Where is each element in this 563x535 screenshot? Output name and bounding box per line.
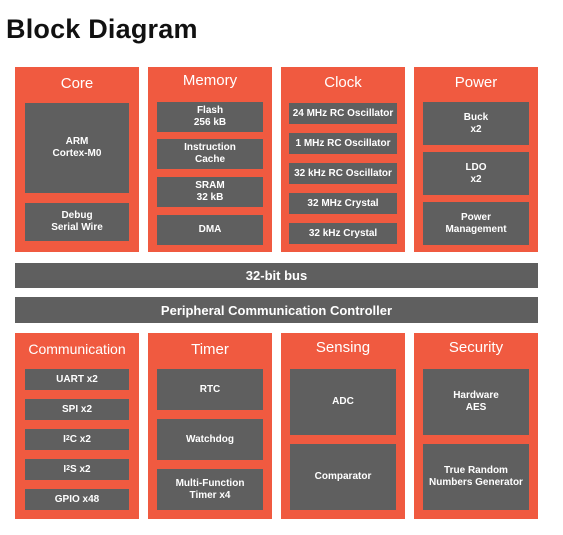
clock-item-32khz-rc: 32 kHz RC Oscillator bbox=[289, 163, 397, 184]
watchdog-block: Watchdog bbox=[157, 419, 263, 460]
debug-serial-wire-block: Debug Serial Wire bbox=[25, 203, 129, 241]
communication-heading: Communication bbox=[28, 341, 126, 357]
timer-heading: Timer bbox=[191, 341, 229, 358]
i2c-suffix: C x2 bbox=[69, 433, 91, 445]
debug-line-2: Serial Wire bbox=[51, 222, 103, 233]
pm-line-2: Management bbox=[445, 223, 507, 235]
sram-block: SRAM 32 kB bbox=[157, 177, 263, 207]
security-group: Security Hardware AES True Random Number… bbox=[414, 333, 538, 519]
sram-line-1: SRAM bbox=[195, 180, 225, 191]
sram-line-2: 32 kB bbox=[196, 192, 224, 203]
core-group: Core ARM Cortex-M0 Debug Serial Wire bbox=[15, 67, 139, 252]
true-random-numbers-generator-block: True Random Numbers Generator bbox=[423, 444, 529, 510]
hardware-aes-block: Hardware AES bbox=[423, 369, 529, 435]
timer-group: Timer RTC Watchdog Multi-Function Timer … bbox=[148, 333, 272, 519]
instruction-cache-block: Instruction Cache bbox=[157, 139, 263, 169]
arm-cortex-m0-block: ARM Cortex-M0 bbox=[25, 103, 129, 193]
clock-group: Clock 24 MHz RC Oscillator 1 MHz RC Osci… bbox=[281, 67, 405, 252]
clock-item-32khz-crystal: 32 kHz Crystal bbox=[289, 223, 397, 244]
dma-block: DMA bbox=[157, 215, 263, 245]
flash-line-2: 256 kB bbox=[193, 117, 227, 128]
i2s-prefix: I bbox=[63, 463, 67, 475]
ldo-line-2: x2 bbox=[470, 173, 482, 185]
memory-group: Memory Flash 256 kB Instruction Cache SR… bbox=[148, 67, 272, 252]
page-title: Block Diagram bbox=[6, 14, 198, 44]
i2s-suffix: S x2 bbox=[70, 463, 91, 475]
arm-line-1: ARM bbox=[65, 136, 89, 147]
aes-line-2: AES bbox=[465, 402, 487, 413]
clock-heading: Clock bbox=[324, 74, 362, 91]
trng-line-2: Numbers Generator bbox=[429, 477, 523, 488]
aes-line-1: Hardware bbox=[453, 390, 499, 401]
power-management-block: Power Management bbox=[423, 202, 529, 245]
spi-block: SPI x2 bbox=[25, 399, 129, 420]
memory-heading: Memory bbox=[182, 72, 238, 89]
clock-item-1mhz-rc: 1 MHz RC Oscillator bbox=[289, 133, 397, 154]
buck-block: Buck x2 bbox=[423, 102, 529, 145]
comparator-block: Comparator bbox=[290, 444, 396, 510]
sensing-group: Sensing ADC Comparator bbox=[281, 333, 405, 519]
i2c-prefix: I bbox=[63, 433, 66, 445]
peripheral-communication-controller: Peripheral Communication Controller bbox=[15, 297, 538, 323]
cache-line-2: Cache bbox=[194, 154, 225, 165]
ldo-line-1: LDO bbox=[465, 161, 487, 173]
pm-line-1: Power bbox=[460, 211, 491, 223]
adc-block: ADC bbox=[290, 369, 396, 435]
mft-line-1: Multi-Function bbox=[175, 477, 245, 489]
cache-line-1: Instruction bbox=[184, 142, 236, 153]
ldo-block: LDO x2 bbox=[423, 152, 529, 195]
power-heading: Power bbox=[454, 74, 498, 91]
buck-line-1: Buck bbox=[463, 111, 489, 123]
mft-line-2: Timer x4 bbox=[189, 489, 231, 501]
flash-line-1: Flash bbox=[196, 105, 224, 116]
arm-line-2: Cortex-M0 bbox=[52, 148, 102, 159]
clock-item-32mhz-crystal: 32 MHz Crystal bbox=[289, 193, 397, 214]
power-group: Power Buck x2 LDO x2 Power Management bbox=[414, 67, 538, 252]
core-heading: Core bbox=[60, 75, 94, 92]
flash-block: Flash 256 kB bbox=[157, 102, 263, 132]
sensing-heading: Sensing bbox=[315, 339, 371, 356]
rtc-block: RTC bbox=[157, 369, 263, 410]
multi-function-timer-block: Multi-Function Timer x4 bbox=[157, 469, 263, 510]
32-bit-bus: 32-bit bus bbox=[15, 263, 538, 288]
uart-block: UART x2 bbox=[25, 369, 129, 390]
security-heading: Security bbox=[448, 339, 504, 356]
gpio-block: GPIO x48 bbox=[25, 489, 129, 510]
buck-line-2: x2 bbox=[470, 123, 482, 135]
clock-item-24mhz-rc: 24 MHz RC Oscillator bbox=[289, 103, 397, 124]
debug-line-1: Debug bbox=[61, 210, 93, 221]
trng-line-1: True Random bbox=[444, 465, 508, 476]
